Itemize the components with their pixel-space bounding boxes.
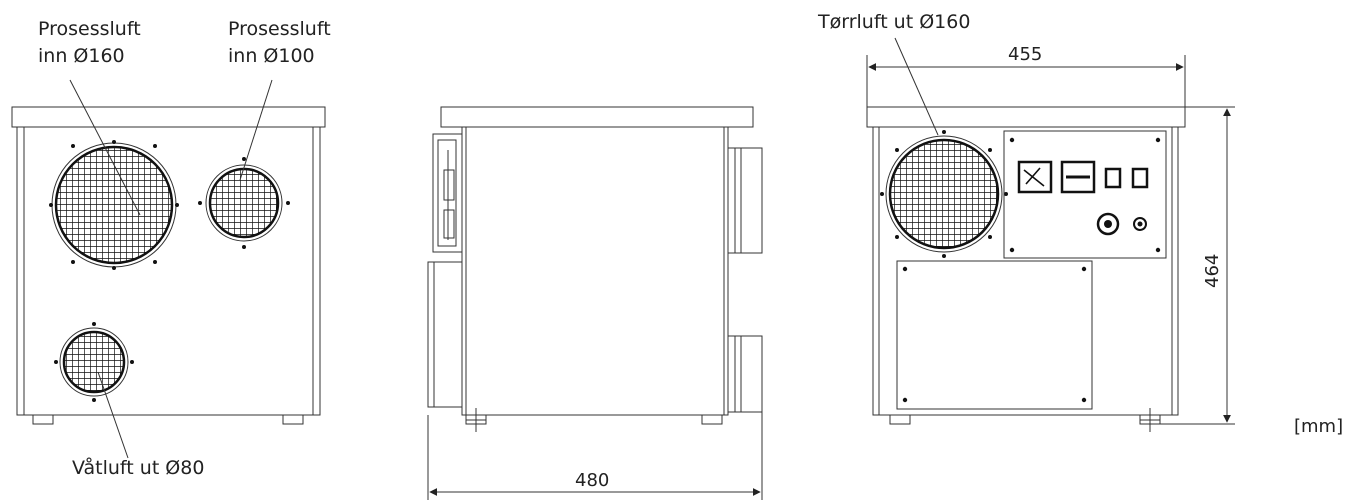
- label-process-air-160-line1: Prosessluft: [38, 18, 141, 40]
- wet-air-outlet-80-grille: [54, 322, 134, 402]
- label-dry-air-outlet: Tørrluft ut Ø160: [817, 11, 970, 33]
- switch-icon: [1104, 167, 1122, 189]
- switch-icon: [1131, 167, 1149, 189]
- front-view: [11, 79, 326, 459]
- dry-air-outlet-160-grille: [880, 130, 1008, 258]
- label-process-air-160-line2: inn Ø160: [38, 45, 125, 67]
- label-wet-air-outlet: Våtluft ut Ø80: [72, 456, 204, 479]
- control-panel: [1003, 130, 1167, 259]
- gauge-icon: [1017, 160, 1053, 194]
- service-hatch: [896, 260, 1093, 410]
- unit-label: [mm]: [1294, 416, 1343, 437]
- dimension-width: 455: [1008, 44, 1042, 65]
- process-air-inlet-160-grille: [49, 140, 179, 270]
- process-air-inlet-100-grille: [198, 157, 290, 249]
- rear-view: [866, 37, 1235, 432]
- dimension-height: 464: [1202, 254, 1223, 288]
- side-view: [427, 106, 763, 500]
- dimension-depth: 480: [575, 470, 609, 491]
- label-process-air-100-line1: Prosessluft: [228, 18, 331, 40]
- label-process-air-100-line2: inn Ø100: [228, 45, 315, 67]
